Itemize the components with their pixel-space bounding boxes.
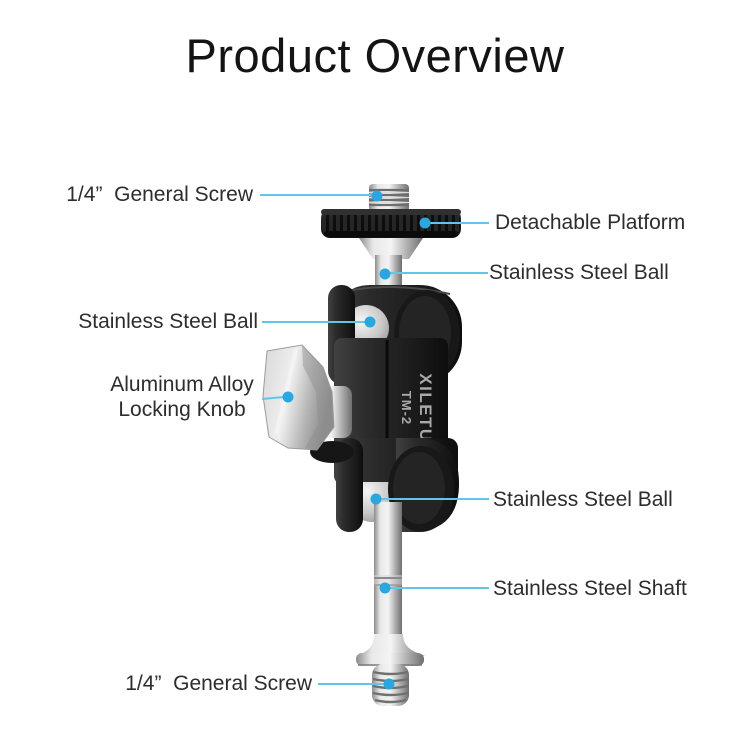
product-image: XILETU TM-2: [262, 184, 462, 706]
callout-label-detachable-platform: Detachable Platform: [495, 211, 686, 234]
callout-label-general-screw-top: 1/4” General Screw: [66, 183, 253, 206]
callout-label-stainless-steel-ball-top: Stainless Steel Ball: [489, 261, 669, 284]
callout-dot-ss-shaft: [379, 582, 391, 594]
callout-label-stainless-steel-ball-left: Stainless Steel Ball: [78, 310, 258, 333]
callout-dot-detachable-platform: [419, 217, 431, 229]
model-text: TM-2: [399, 391, 414, 425]
steel-shaft: [356, 502, 425, 666]
callout-label-stainless-steel-shaft: Stainless Steel Shaft: [493, 577, 687, 600]
callout-label-general-screw-bottom: 1/4” General Screw: [125, 672, 312, 695]
callout-dot-ss-ball-bottom: [370, 493, 382, 505]
callout-lines: [260, 194, 489, 685]
callout-dot-ss-ball-left: [364, 316, 376, 328]
brand-text: XILETU: [416, 373, 435, 442]
page-title: Product Overview: [185, 29, 565, 82]
callout-dot-locking-knob: [282, 391, 294, 403]
callout-dot-ss-ball-top: [379, 268, 391, 280]
callout-dot-general-screw-bottom: [383, 678, 395, 690]
callout-dot-general-screw-top: [371, 190, 383, 202]
callout-label-stainless-steel-ball-bottom: Stainless Steel Ball: [493, 488, 673, 511]
callout-label-locking-knob: Aluminum Alloy Locking Knob: [110, 373, 254, 421]
callout-line-locking-knob: [261, 396, 285, 400]
callout-dots: [282, 190, 431, 690]
clamp-lower-housing: [336, 438, 460, 532]
locking-knob: [262, 344, 354, 463]
